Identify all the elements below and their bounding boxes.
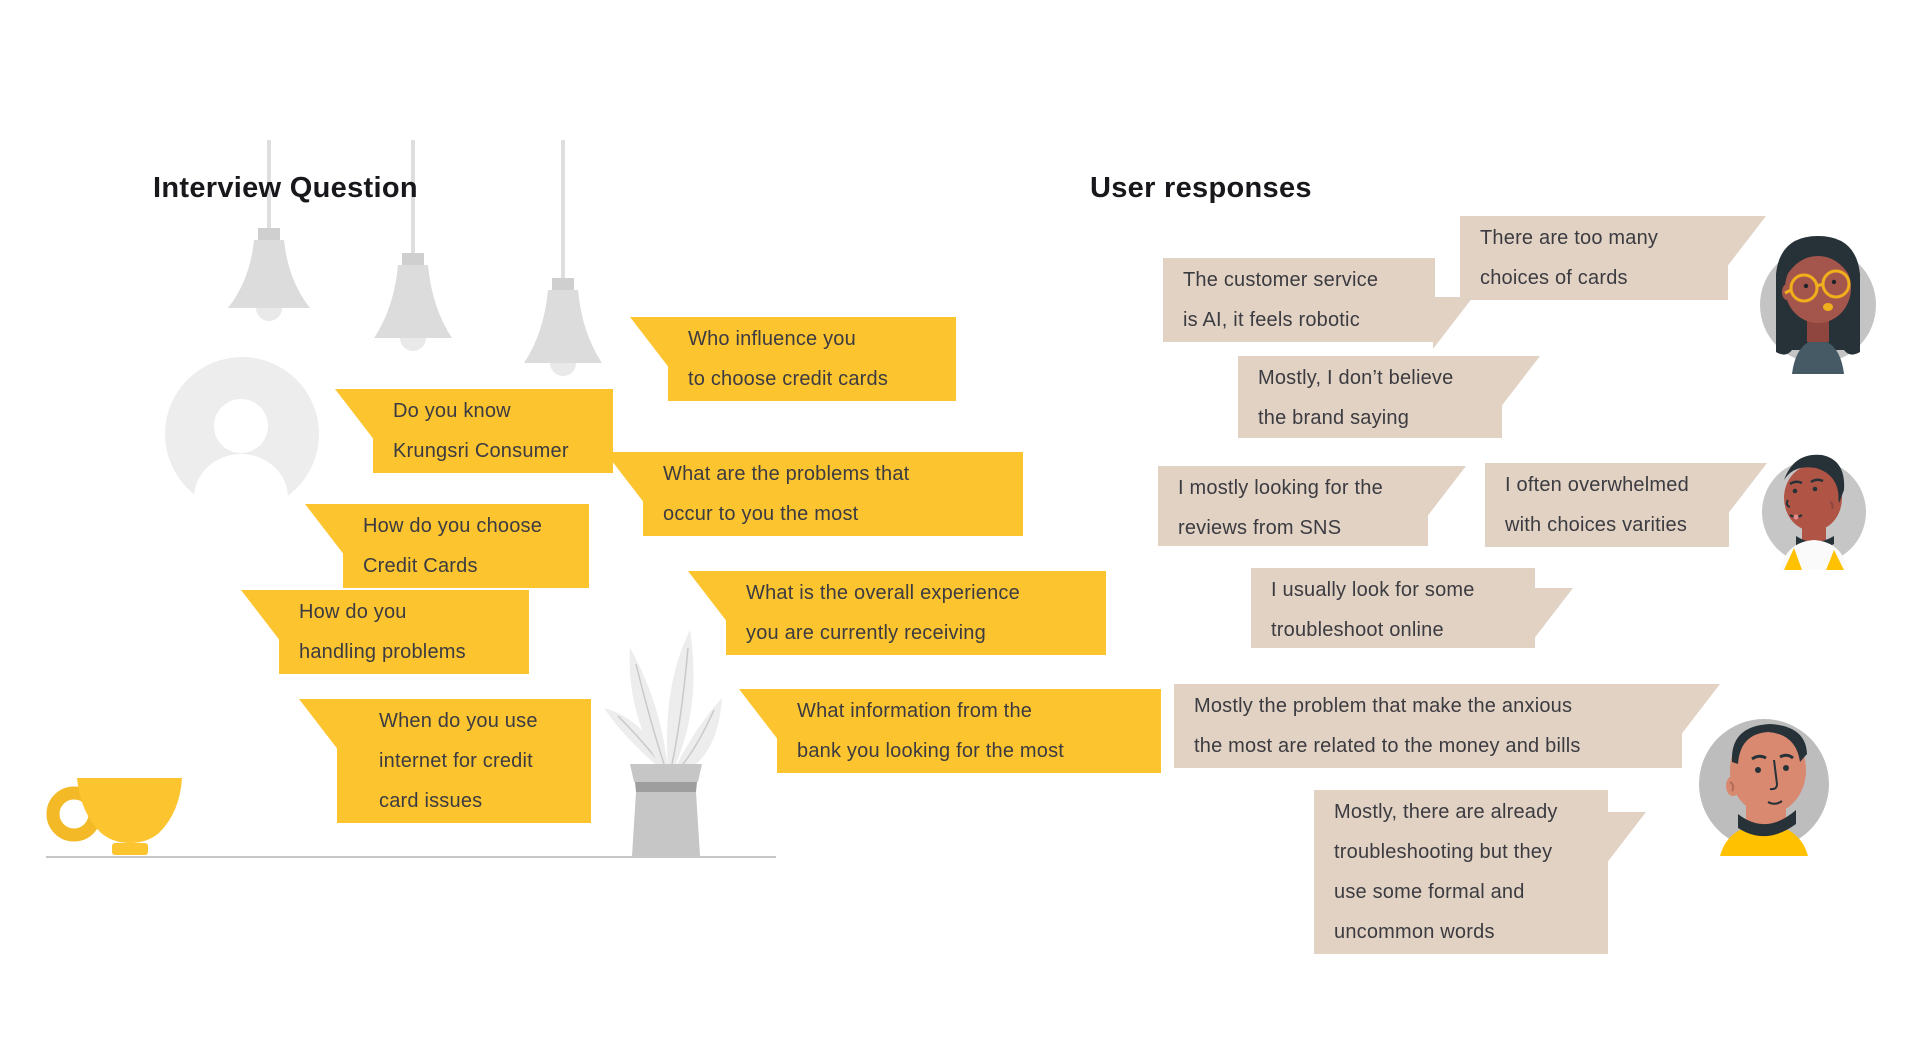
question-bubble: What are the problems that occur to you … bbox=[643, 452, 1023, 536]
response-bubble: Mostly, there are already troubleshootin… bbox=[1314, 790, 1608, 954]
response-bubble: Mostly, I don’t believe the brand saying bbox=[1238, 356, 1502, 438]
question-bubble: How do you handling problems bbox=[279, 590, 529, 674]
response-bubble: I usually look for some troubleshoot onl… bbox=[1251, 568, 1535, 648]
question-bubble: Who influence you to choose credit cards bbox=[668, 317, 956, 401]
question-bubble: When do you use internet for credit card… bbox=[337, 699, 591, 823]
bald-man-avatar bbox=[1699, 719, 1829, 856]
woman-with-glasses-avatar bbox=[1760, 236, 1876, 374]
response-bubble: I often overwhelmed with choices varitie… bbox=[1485, 463, 1729, 547]
question-bubble: How do you choose Credit Cards bbox=[343, 504, 589, 588]
response-bubble: The customer service is AI, it feels rob… bbox=[1163, 258, 1435, 342]
person-silhouette-icon bbox=[165, 357, 319, 511]
response-bubble: Mostly the problem that make the anxious… bbox=[1174, 684, 1682, 768]
questions-title: Interview Question bbox=[153, 172, 418, 204]
responses-title: User responses bbox=[1090, 172, 1312, 204]
question-bubble: What information from the bank you looki… bbox=[777, 689, 1161, 773]
young-man-avatar bbox=[1762, 454, 1866, 570]
pendant-lamps-icon bbox=[228, 140, 602, 376]
ground-line bbox=[46, 856, 776, 858]
question-bubble: What is the overall experience you are c… bbox=[726, 571, 1106, 655]
coffee-cup-icon bbox=[46, 778, 182, 855]
plant-icon bbox=[604, 630, 722, 856]
response-bubble: I mostly looking for the reviews from SN… bbox=[1158, 466, 1428, 546]
response-bubble: There are too many choices of cards bbox=[1460, 216, 1728, 300]
question-bubble: Do you know Krungsri Consumer bbox=[373, 389, 613, 473]
